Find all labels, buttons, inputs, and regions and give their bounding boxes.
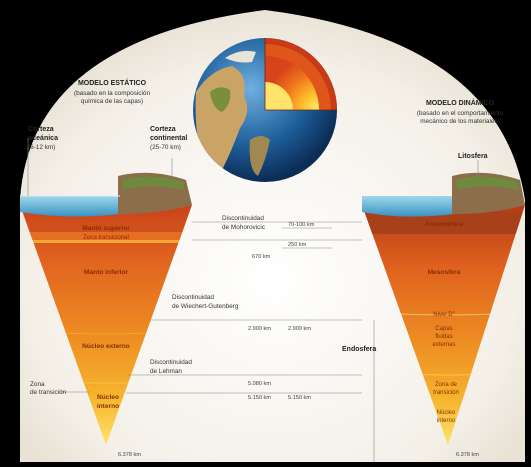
depth-2900-left: 2.900 km — [248, 326, 271, 332]
left-transition-zone-2: de transición — [30, 389, 67, 396]
lithosphere-ocean — [362, 196, 455, 217]
dynamic-model-subtitle-1: (basado en el comportamiento — [417, 110, 504, 117]
continental-crust-label-2: continental — [150, 135, 187, 142]
lithosphere-label: Litosfera — [458, 153, 488, 160]
static-center-depth: 6.378 km — [118, 452, 141, 458]
dynamic-model-title: MODELO DINÁMICO — [426, 98, 495, 107]
oceanic-crust-label-1: Corteza — [28, 126, 54, 133]
earth-globe — [193, 38, 337, 182]
transition-zone-right-1: Zona de — [435, 382, 458, 388]
inner-core-label-1: Núcleo — [97, 394, 119, 401]
continental-crust-depth: (25-70 km) — [150, 144, 181, 151]
lehmann-label-2: de Lehman — [150, 368, 182, 375]
moho-label-1: Discontinuidad — [222, 215, 264, 222]
depth-5150-left: 5.150 km — [248, 395, 271, 401]
depth-2900-right: 2.900 km — [288, 326, 311, 332]
depth-5080: 5.080 km — [248, 381, 271, 387]
depth-670: 670 km — [252, 254, 271, 260]
fluid-layers-label-3: externas — [432, 342, 455, 348]
dynamic-center-depth: 6.378 km — [456, 452, 479, 458]
lehmann-label-1: Discontinuidad — [150, 359, 192, 366]
depth-5150-right: 5.150 km — [288, 395, 311, 401]
solid-core-label-2: interno — [437, 418, 456, 424]
left-transition-zone-1: Zona — [30, 381, 45, 388]
mesosphere-label: Mesosfera — [428, 269, 461, 276]
upper-mantle-label: Manto superior — [82, 225, 130, 232]
fluid-layers-label-2: fluidas — [435, 334, 452, 340]
static-model-cone — [20, 172, 192, 445]
depth-250: 250 km — [288, 242, 307, 248]
guide-lines — [27, 138, 479, 462]
endosphere-label: Endosfera — [342, 346, 376, 353]
moho-label-2: de Mohorovicic — [222, 224, 266, 231]
background-arch — [20, 10, 525, 462]
dynamic-model-subtitle-2: mecánico de los materiales) — [420, 118, 500, 125]
gutenberg-label-1: Discontinuidad — [172, 294, 214, 301]
static-model-subtitle-2: química de las capas) — [81, 98, 143, 105]
depth-70-100: 70-100 km — [288, 222, 315, 228]
gutenberg-label-2: de Wiechert-Gutenberg — [172, 303, 239, 310]
inner-core-label-2: interno — [97, 403, 119, 410]
oceanic-crust — [20, 196, 120, 217]
dynamic-model-cone — [362, 172, 525, 445]
lower-mantle-label: Manto inferior — [84, 269, 128, 276]
oceanic-crust-label-2: oceánica — [28, 135, 58, 142]
asthenosphere-label: Astenosfera — [425, 221, 463, 228]
static-model-subtitle-1: (basado en la composición — [74, 90, 150, 97]
transition-zone-right-2: transición — [433, 390, 459, 396]
oceanic-crust-depth: (6-12 km) — [28, 144, 55, 151]
transition-zone-label: Zona transicional — [83, 235, 129, 241]
outer-core-label: Núcleo externo — [82, 343, 130, 350]
continental-crust-label-1: Corteza — [150, 126, 176, 133]
solid-core-label-1: Núcleo — [437, 410, 456, 416]
fluid-layers-label-1: Capas — [435, 326, 452, 332]
static-model-title: MODELO ESTÁTICO — [78, 78, 147, 87]
d-layer-label: Nivel D" — [433, 312, 454, 318]
